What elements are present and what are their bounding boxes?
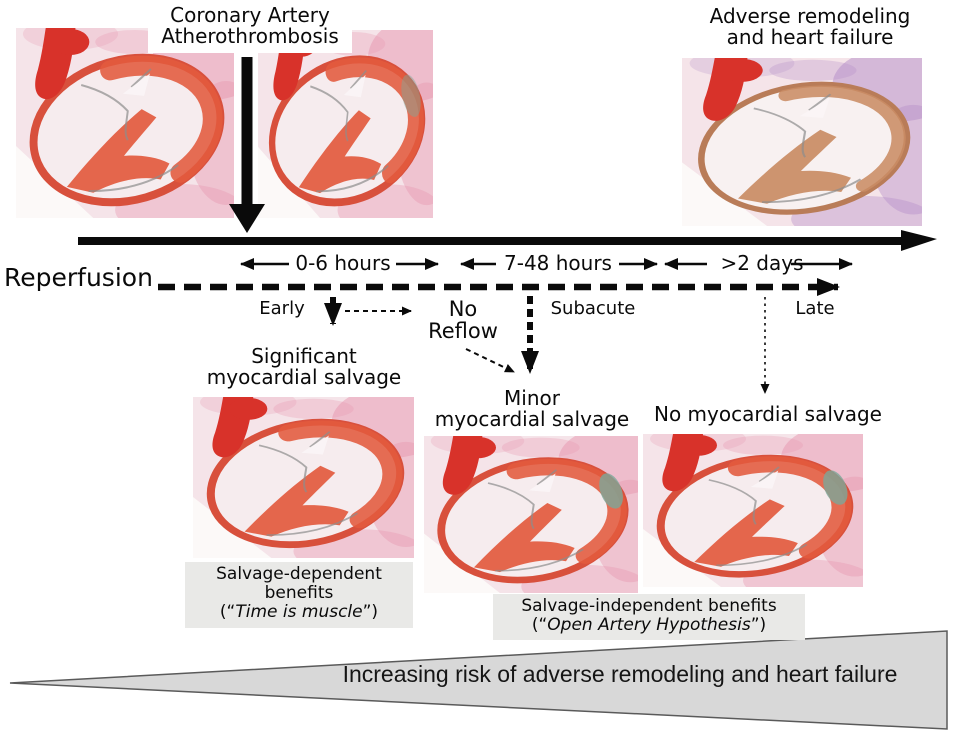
title-line: Adverse remodeling bbox=[709, 4, 911, 28]
caption-line: Salvage-independent benefits bbox=[521, 596, 777, 616]
title-line: Coronary Artery bbox=[170, 3, 330, 27]
illustration-heart-significant-salvage bbox=[193, 397, 414, 558]
label-no-reflow: No Reflow bbox=[420, 298, 506, 342]
illustration-heart-atherothrombosis-2 bbox=[258, 30, 433, 218]
title-adverse-remodeling: Adverse remodeling and heart failure bbox=[688, 4, 932, 50]
interval-range-7-48h: 7-48 hours bbox=[504, 251, 612, 275]
caption-salvage-dependent-benefits: Salvage-dependent benefits (“Time is mus… bbox=[185, 562, 413, 628]
quote-open: (“ bbox=[219, 602, 236, 622]
quote-close: ”) bbox=[750, 615, 767, 635]
outcome-line: Significant bbox=[251, 344, 357, 368]
no-reflow-line: No bbox=[448, 297, 478, 321]
outcome-line: No myocardial salvage bbox=[654, 402, 882, 426]
caption-line: benefits bbox=[264, 583, 334, 603]
title-line: and heart failure bbox=[726, 25, 894, 50]
illustration-heart-no-salvage bbox=[643, 434, 863, 587]
outcome-line: Minor bbox=[504, 386, 560, 410]
interval-range-2days: >2 days bbox=[720, 251, 804, 275]
quote-open: (“ bbox=[531, 615, 548, 635]
illustration-heart-atherothrombosis-1 bbox=[16, 28, 234, 218]
axis-label-reperfusion: Reperfusion bbox=[4, 263, 153, 292]
caption-line: Salvage-dependent bbox=[216, 564, 382, 584]
outcome-minor-salvage: Minor myocardial salvage bbox=[420, 388, 644, 430]
title-coronary-atherothrombosis: Coronary Artery Atherothrombosis bbox=[148, 0, 352, 54]
quote-italic: Time is muscle bbox=[235, 602, 363, 622]
caption-quote: (“Open Artery Hypothesis”) bbox=[493, 616, 805, 635]
outcome-line: myocardial salvage bbox=[434, 407, 630, 431]
outcome-line: myocardial salvage bbox=[206, 365, 402, 389]
title-line: Atherothrombosis bbox=[161, 24, 339, 49]
caption-quote: (“Time is muscle”) bbox=[185, 603, 413, 622]
quote-close: ”) bbox=[362, 602, 379, 622]
outcome-no-salvage: No myocardial salvage bbox=[640, 404, 896, 425]
phase-label-late: Late bbox=[795, 298, 835, 319]
phase-label-early: Early bbox=[259, 298, 305, 319]
phase-label-subacute: Subacute bbox=[550, 298, 636, 319]
caption-salvage-independent-benefits: Salvage-independent benefits (“Open Arte… bbox=[493, 594, 805, 640]
quote-italic: Open Artery Hypothesis bbox=[547, 615, 751, 635]
risk-triangle-label: Increasing risk of adverse remodeling an… bbox=[342, 661, 898, 687]
illustration-heart-minor-salvage bbox=[424, 436, 638, 593]
timeline-arrow bbox=[78, 230, 937, 251]
illustration-heart-adverse-remodeling bbox=[682, 58, 922, 226]
interval-range-0-6h: 0-6 hours bbox=[295, 251, 391, 275]
no-reflow-line: Reflow bbox=[428, 319, 498, 343]
outcome-significant-salvage: Significant myocardial salvage bbox=[192, 346, 416, 388]
